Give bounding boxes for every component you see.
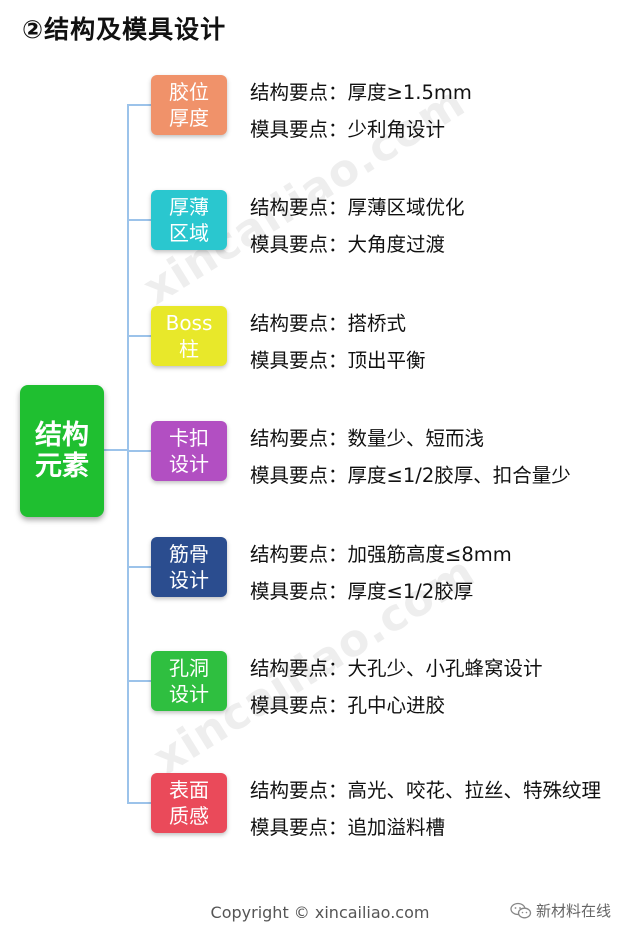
category-node: 孔洞 设计	[151, 651, 227, 711]
mold-point: 模具要点：大角度过渡	[250, 233, 446, 256]
category-node: 卡扣 设计	[151, 421, 227, 481]
structure-point: 结构要点：高光、咬花、拉丝、特殊纹理	[250, 779, 602, 802]
mold-point: 模具要点：追加溢料槽	[250, 816, 446, 839]
page-title: ②结构及模具设计	[22, 15, 227, 44]
mold-point: 模具要点：厚度≤1/2胶厚、扣合量少	[250, 464, 571, 487]
mold-point: 模具要点：顶出平衡	[250, 349, 426, 372]
connector-branch	[127, 219, 151, 221]
mold-point: 模具要点：孔中心进胶	[250, 694, 446, 717]
connector-branch	[127, 450, 151, 452]
connector-branch	[127, 335, 151, 337]
category-node: Boss 柱	[151, 306, 227, 366]
connector-branch	[127, 680, 151, 682]
connector-trunk	[127, 104, 129, 802]
structure-point: 结构要点：厚薄区域优化	[250, 196, 465, 219]
category-node: 表面 质感	[151, 773, 227, 833]
structure-point: 结构要点：搭桥式	[250, 312, 407, 335]
category-node: 胶位 厚度	[151, 75, 227, 135]
category-node: 筋骨 设计	[151, 537, 227, 597]
source-badge: 新材料在线	[510, 900, 611, 921]
structure-point: 结构要点：厚度≥1.5mm	[250, 81, 472, 104]
wechat-icon	[510, 902, 532, 918]
category-node: 厚薄 区域	[151, 190, 227, 250]
structure-point: 结构要点：加强筋高度≤8mm	[250, 543, 512, 566]
connector-branch	[127, 566, 151, 568]
connector-branch	[127, 802, 151, 804]
structure-point: 结构要点：大孔少、小孔蜂窝设计	[250, 657, 543, 680]
badge-label: 新材料在线	[536, 902, 612, 920]
mold-point: 模具要点：少利角设计	[250, 118, 446, 141]
structure-point: 结构要点：数量少、短而浅	[250, 427, 485, 450]
mold-point: 模具要点：厚度≤1/2胶厚	[250, 580, 474, 603]
root-node: 结构 元素	[20, 385, 104, 517]
connector-branch	[127, 104, 151, 106]
connector-root	[104, 449, 128, 451]
copyright-text: Copyright © xincailiao.com	[210, 903, 430, 922]
